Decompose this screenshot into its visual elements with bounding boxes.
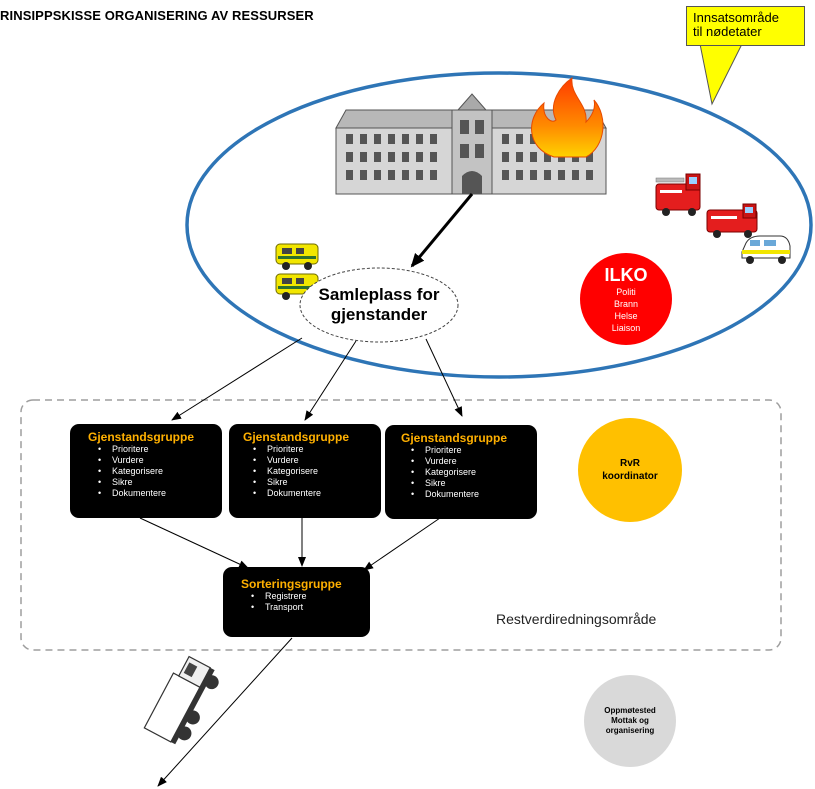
object-group-item: Sikre: [411, 478, 537, 489]
object-group-item: Vurdere: [98, 455, 222, 466]
meeting-point-line-2: Mottak og: [611, 716, 649, 725]
rvr-line-1: RvR: [619, 458, 640, 469]
object-group-heading: Gjenstandsgruppe: [243, 430, 350, 444]
object-group-item: Dokumentere: [98, 488, 222, 499]
object-group-item: Sikre: [253, 477, 381, 488]
ilko-item: Politi: [616, 286, 636, 297]
residual-value-area: [20, 399, 782, 651]
residual-value-area-label: Restverdiredningsområde: [496, 611, 657, 627]
ilko-label: ILKO Politi Brann Helse Liaison: [580, 253, 672, 345]
callout-line-1: Innsatsområde: [693, 10, 779, 25]
sorting-group-item: Registrere: [251, 591, 370, 602]
fire-truck-icon: [655, 173, 701, 216]
ilko-item: Brann: [613, 298, 639, 309]
ilko-item: Liaison: [611, 322, 641, 333]
object-group-item: Vurdere: [411, 456, 537, 467]
ilko-item: Helse: [614, 310, 638, 321]
operations-area-ellipse: [185, 71, 813, 379]
object-group-item: Kategorisere: [253, 466, 381, 477]
fire-icon: [531, 76, 604, 158]
page-title: RINSIPPSKISSE ORGANISERING AV RESSURSER: [0, 8, 314, 23]
object-group-item: Kategorisere: [98, 466, 222, 477]
arrow-sorting-to-transport: [157, 637, 293, 787]
arrow-group-1-to-sorting: [139, 517, 249, 569]
meeting-point-line-1: Oppmøtested: [604, 706, 656, 715]
object-group-item: Prioritere: [411, 445, 537, 456]
object-group-item: Vurdere: [253, 455, 381, 466]
arrow-collection-to-group-3: [425, 338, 463, 417]
arrow-building-to-collection: [410, 193, 474, 268]
object-group-item: Prioritere: [253, 444, 381, 455]
fire-truck-small-icon: [706, 203, 758, 238]
rvr-line-2: koordinator: [602, 471, 658, 482]
meeting-point-circle: [584, 675, 676, 767]
object-group-item: Prioritere: [98, 444, 222, 455]
object-group-heading: Gjenstandsgruppe: [401, 431, 508, 445]
operations-area-callout: Innsatsområde til nødetater: [686, 6, 805, 46]
collection-point-line-1: Samleplass for: [318, 285, 440, 304]
sorting-group: Sorteringsgruppe Registrere Transport: [223, 567, 370, 637]
ilko-heading: ILKO: [604, 264, 648, 285]
object-group-2: Gjenstandsgruppe Prioritere Vurdere Kate…: [229, 424, 381, 518]
sorting-group-heading: Sorteringsgruppe: [241, 577, 342, 591]
callout-pointer: [699, 43, 743, 106]
arrow-collection-to-group-1: [171, 337, 303, 421]
object-group-item: Dokumentere: [253, 488, 381, 499]
object-group-item: Dokumentere: [411, 489, 537, 500]
object-group-heading: Gjenstandsgruppe: [88, 430, 195, 444]
overturned-truck-icon: [143, 655, 219, 745]
collection-point-ellipse: [299, 267, 459, 343]
rvr-coordinator-label: RvR koordinator: [578, 418, 682, 522]
object-group-item: Sikre: [98, 477, 222, 488]
object-group-item: Kategorisere: [411, 467, 537, 478]
ilko-circle: [580, 253, 672, 345]
police-car-icon: [741, 235, 791, 264]
sorting-group-item: Transport: [251, 602, 370, 613]
collection-point-line-2: gjenstander: [330, 305, 428, 324]
object-group-3: Gjenstandsgruppe Prioritere Vurdere Kate…: [385, 425, 537, 519]
object-group-1: Gjenstandsgruppe Prioritere Vurdere Kate…: [70, 424, 222, 518]
arrow-collection-to-group-2: [304, 340, 357, 421]
building-icon: [335, 93, 607, 195]
rvr-circle: [578, 418, 682, 522]
meeting-point-line-3: organisering: [605, 726, 655, 735]
collection-point-label: Samleplass for gjenstander: [300, 268, 458, 342]
ambulance-icon: [275, 243, 319, 270]
meeting-point-label: Oppmøtested Mottak og organisering: [584, 675, 676, 767]
arrow-group-3-to-sorting: [363, 517, 441, 571]
callout-line-2: til nødetater: [693, 24, 762, 39]
